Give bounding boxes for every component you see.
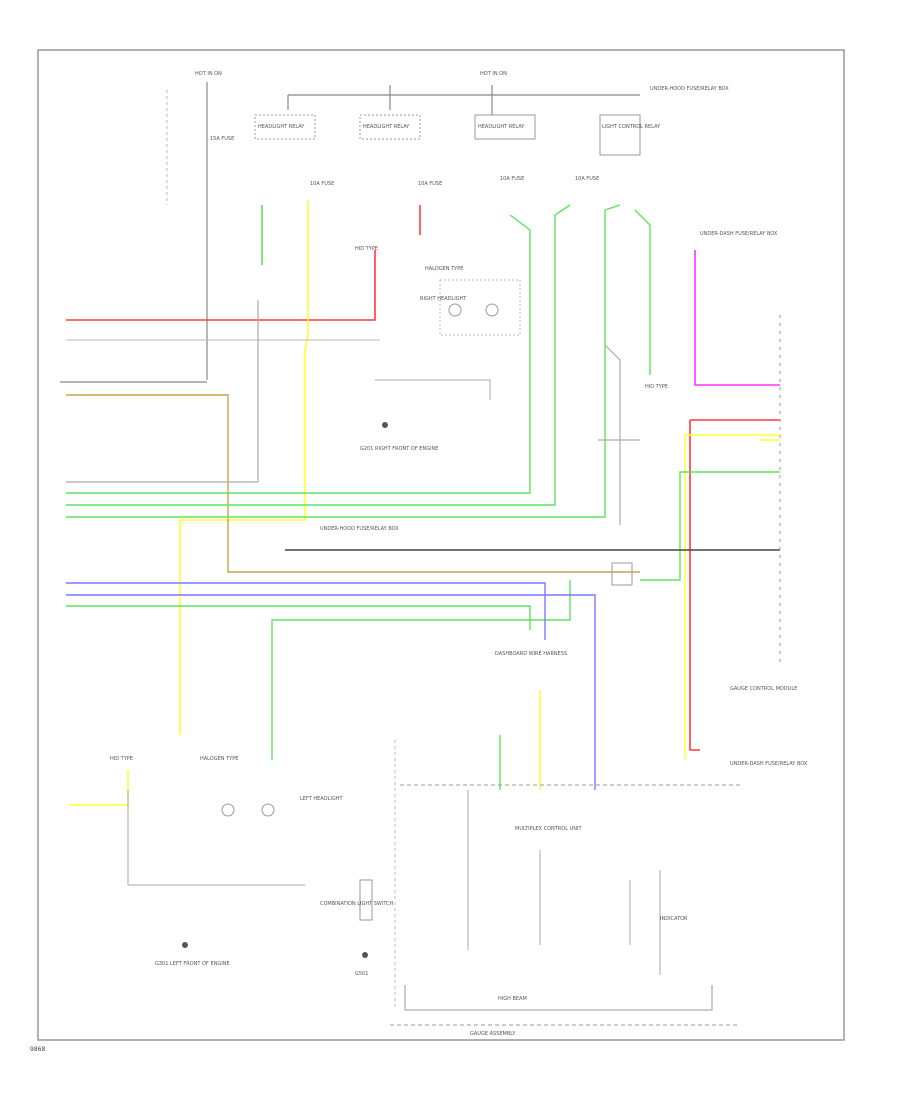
label-multiplex: MULTIPLEX CONTROL UNIT xyxy=(515,826,582,832)
label-hid-3: HID TYPE xyxy=(645,384,668,390)
ground-icon xyxy=(382,422,388,428)
wire-gray xyxy=(604,344,621,525)
wire-gray xyxy=(127,790,305,886)
label-under-dash-right: UNDER-DASH FUSE/RELAY BOX xyxy=(730,761,808,767)
wire-blue xyxy=(66,582,546,640)
wire-yellow xyxy=(179,200,309,735)
wire-green xyxy=(66,204,571,506)
bulb-icon xyxy=(448,303,462,317)
label-relay-3: HEADLIGHT RELAY xyxy=(478,124,525,130)
label-halogen-1: HALOGEN TYPE xyxy=(425,266,463,272)
label-hot-in-on-1: HOT IN ON xyxy=(195,71,222,77)
label-under-hood-top: UNDER-HOOD FUSE/RELAY BOX xyxy=(650,86,729,92)
label-right-headlight: RIGHT HEADLIGHT xyxy=(420,296,467,302)
label-fuse-4: 10A FUSE xyxy=(500,176,524,182)
label-gauge-assembly: GAUGE ASSEMBLY xyxy=(470,1031,516,1037)
wire-green xyxy=(634,209,651,375)
relay-box xyxy=(599,114,641,156)
wire-yellow xyxy=(70,770,129,806)
diagram-frame xyxy=(37,49,845,1041)
bracket xyxy=(404,985,713,1011)
relay-box xyxy=(254,114,316,140)
label-relay-1: HEADLIGHT RELAY xyxy=(258,124,305,130)
bulb-icon xyxy=(261,803,275,817)
label-fuse-1: 15A FUSE xyxy=(210,136,234,142)
bulb-icon xyxy=(485,303,499,317)
label-right-front-ground: G201 RIGHT FRONT OF ENGINE xyxy=(360,446,438,452)
label-under-hood-mid: UNDER-HOOD FUSE/RELAY BOX xyxy=(320,526,399,532)
wire-green xyxy=(66,214,531,494)
label-left-front-ground: G301 LEFT FRONT OF ENGINE xyxy=(155,961,230,967)
wire-yellow xyxy=(684,434,780,760)
label-fuse-2: 10A FUSE xyxy=(310,181,334,187)
wire-green xyxy=(66,204,621,518)
ground-icon xyxy=(362,952,368,958)
label-relay-4: LIGHT CONTROL RELAY xyxy=(602,124,661,130)
label-indicator: INDICATOR xyxy=(660,916,688,922)
ground-icon xyxy=(182,942,188,948)
label-left-headlight: LEFT HEADLIGHT xyxy=(300,796,343,802)
dimmer-box xyxy=(359,879,373,921)
label-hid-1: HID TYPE xyxy=(355,246,378,252)
wire-green xyxy=(271,580,571,760)
wire-gray xyxy=(375,379,491,400)
label-hid-2: HID TYPE xyxy=(110,756,133,762)
wire-green xyxy=(66,605,531,630)
label-relay-2: HEADLIGHT RELAY xyxy=(363,124,410,130)
wire-red xyxy=(689,420,700,751)
wire-tan xyxy=(66,394,640,573)
label-g501: G501 xyxy=(355,971,368,977)
label-dash-fuse: UNDER-DASH FUSE/RELAY BOX xyxy=(700,231,778,237)
wire-red xyxy=(66,250,376,321)
wire-green xyxy=(640,471,780,581)
label-gauge-control: GAUGE CONTROL MODULE xyxy=(730,686,797,692)
label-hot-in-on-2: HOT IN ON xyxy=(480,71,507,77)
footer-code: 9868 xyxy=(30,1046,46,1053)
headlight-box xyxy=(439,279,521,336)
wire-magenta xyxy=(694,250,780,386)
relay-box xyxy=(474,114,536,140)
wire-gray xyxy=(66,300,259,483)
label-fuse-3: 10A FUSE xyxy=(418,181,442,187)
label-combination-switch: COMBINATION LIGHT SWITCH xyxy=(320,901,394,907)
wire-blue xyxy=(66,594,596,790)
label-halogen-2: HALOGEN TYPE xyxy=(200,756,238,762)
bulb-icon xyxy=(221,803,235,817)
label-dash-right-panel: DASHBOARD WIRE HARNESS xyxy=(495,651,567,657)
label-fuse-5: 10A FUSE xyxy=(575,176,599,182)
switch-box xyxy=(611,562,633,586)
relay-box xyxy=(359,114,421,140)
label-high-beam: HIGH BEAM xyxy=(498,996,527,1002)
